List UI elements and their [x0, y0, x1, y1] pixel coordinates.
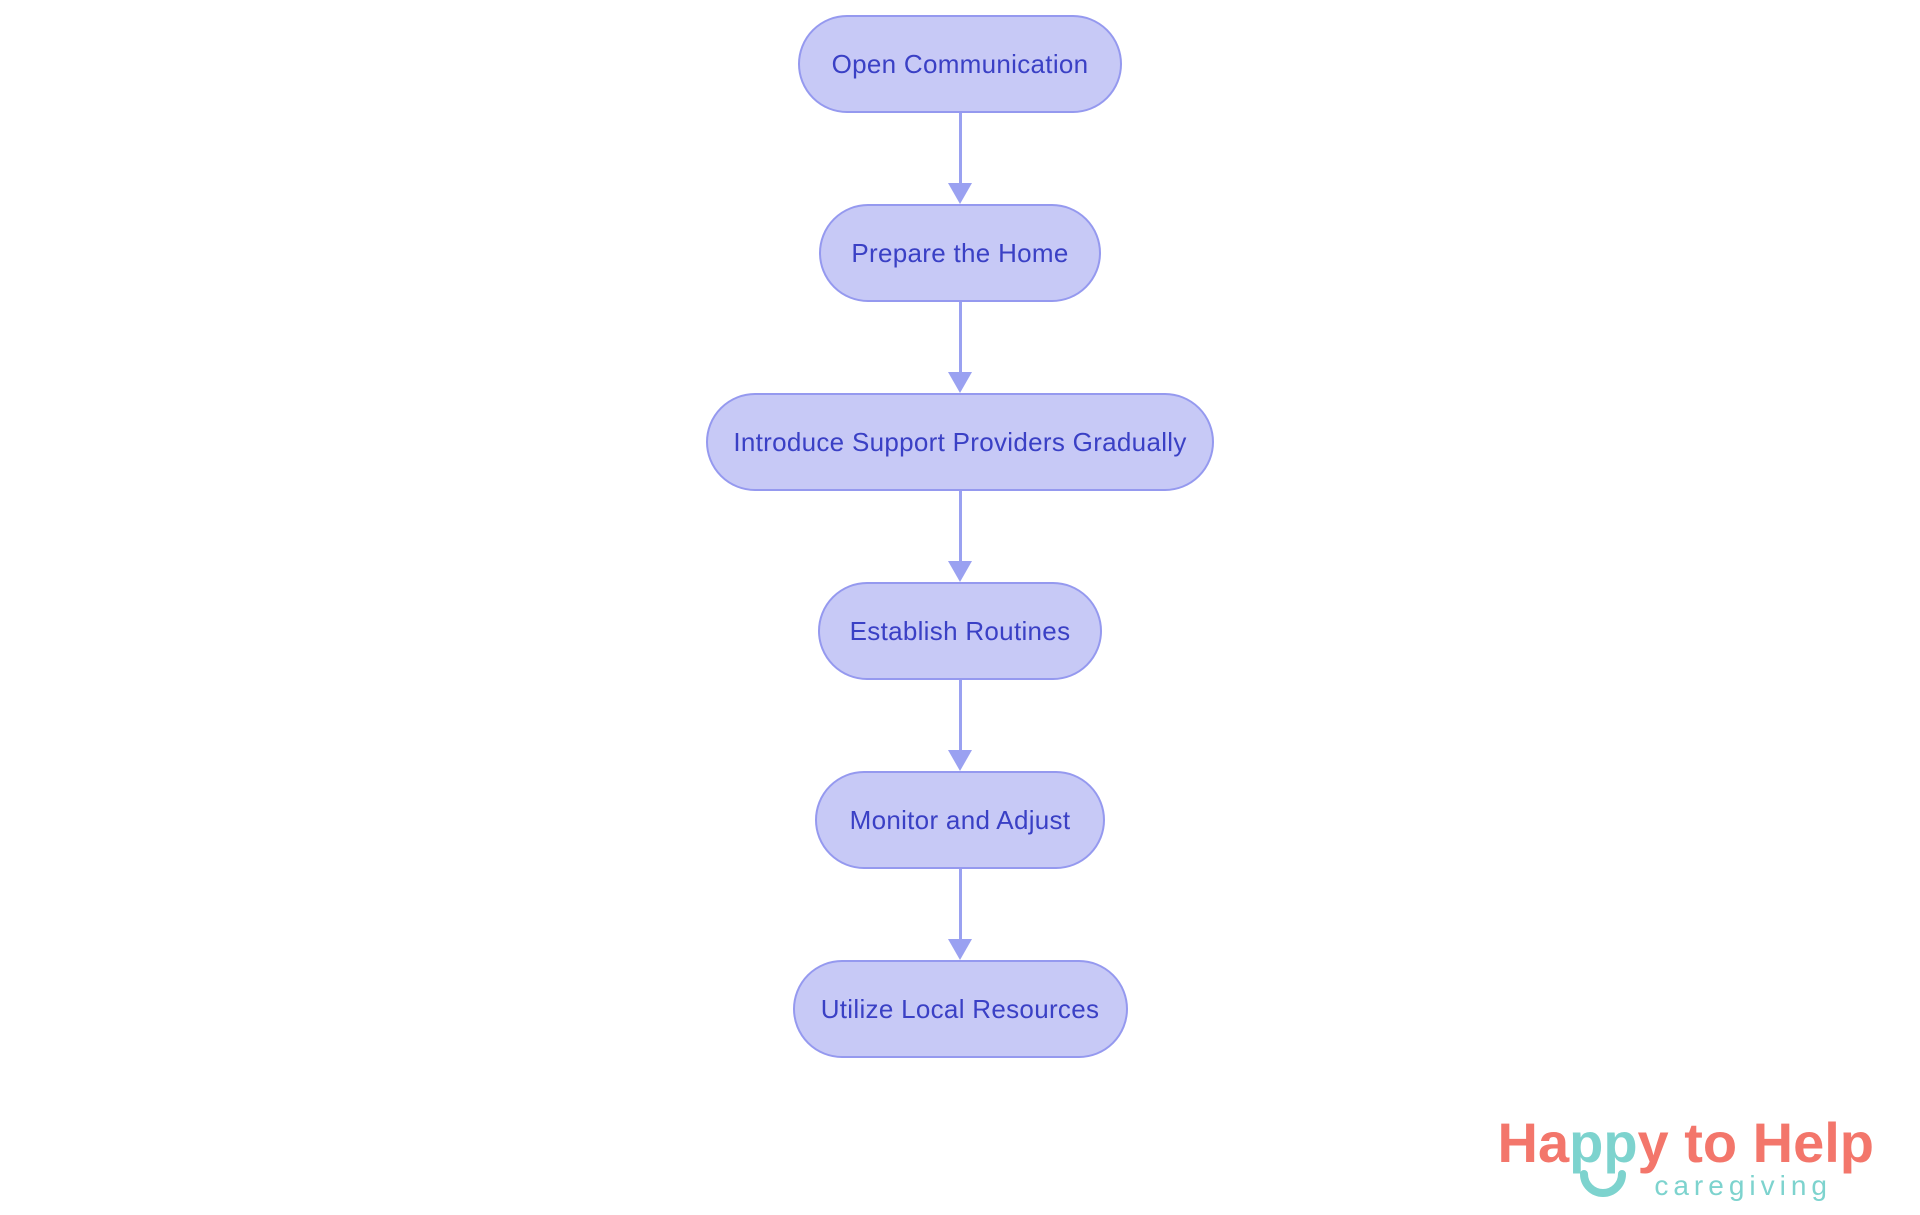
- flow-node: Monitor and Adjust: [815, 771, 1105, 869]
- flowchart: Open Communication Prepare the Home Intr…: [706, 15, 1214, 1058]
- arrow-down-icon: [948, 372, 972, 393]
- arrow-shaft: [958, 680, 962, 751]
- flow-arrow: [948, 680, 972, 771]
- flow-node: Utilize Local Resources: [792, 960, 1128, 1058]
- flow-arrow: [948, 302, 972, 393]
- arrow-shaft: [958, 302, 962, 373]
- flow-node: Open Communication: [798, 15, 1122, 113]
- arrow-down-icon: [948, 750, 972, 771]
- flow-arrow: [948, 113, 972, 204]
- flow-arrow: [948, 491, 972, 582]
- flow-node: Prepare the Home: [819, 204, 1101, 302]
- logo-tagline: caregiving: [1654, 1170, 1832, 1201]
- arrow-down-icon: [948, 183, 972, 204]
- flow-node: Establish Routines: [818, 582, 1102, 680]
- brand-text-prefix: Ha: [1497, 1111, 1570, 1174]
- brand-text-suffix: y to Help: [1637, 1111, 1874, 1174]
- arrow-down-icon: [948, 939, 972, 960]
- brand-smile-letters: pp: [1569, 1115, 1638, 1197]
- arrow-shaft: [958, 869, 962, 940]
- smile-icon: [1580, 1170, 1627, 1197]
- arrow-shaft: [958, 113, 962, 184]
- arrow-shaft: [958, 491, 962, 562]
- flow-node: Introduce Support Providers Gradually: [706, 393, 1214, 491]
- flow-arrow: [948, 869, 972, 960]
- arrow-down-icon: [948, 561, 972, 582]
